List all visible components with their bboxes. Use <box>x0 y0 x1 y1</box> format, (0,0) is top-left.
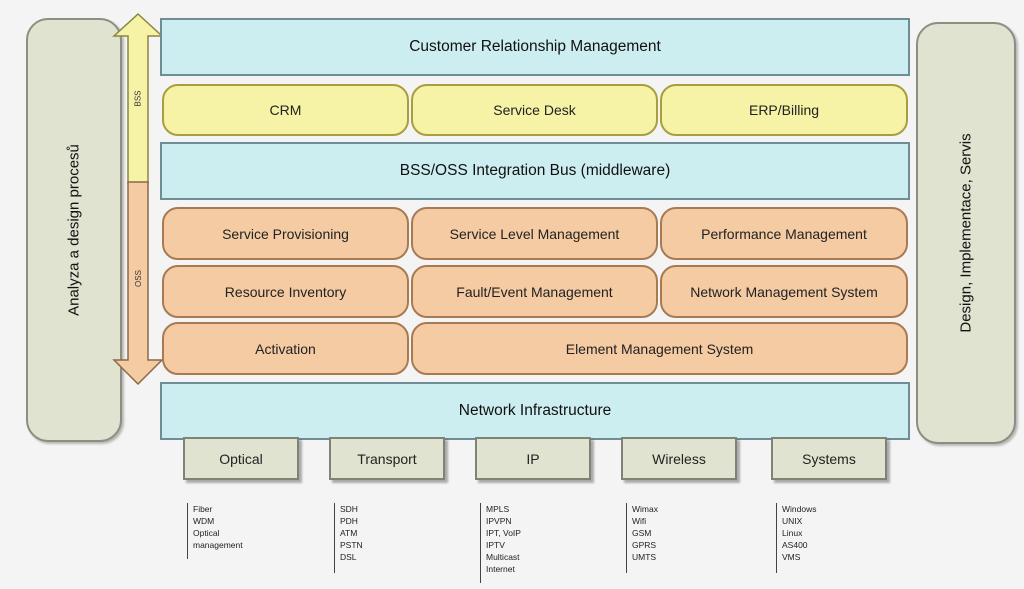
list-item: SDH <box>340 504 358 514</box>
tech-list-optical: Fiber WDM Optical management <box>187 503 243 559</box>
list-item: Optical <box>193 528 220 538</box>
tech-list-transport: SDH PDH ATM PSTN DSL <box>334 503 363 573</box>
network-management-system-label: Network Management System <box>690 283 878 300</box>
resource-inventory-pill: Resource Inventory <box>162 265 409 318</box>
oss-arrow-label: OSS <box>133 269 143 287</box>
list-item: IPT, VoIP <box>486 528 521 538</box>
bss-oss-arrows <box>112 12 164 386</box>
tech-box-wireless: Wireless <box>621 437 737 480</box>
performance-management-label: Performance Management <box>701 225 867 242</box>
bss-erp-billing-pill: ERP/Billing <box>660 84 908 136</box>
bss-erp-billing-label: ERP/Billing <box>748 102 820 118</box>
list-item: Wifi <box>632 516 647 526</box>
list-item: AS400 <box>782 540 808 550</box>
list-item: Windows <box>782 504 817 514</box>
tech-box-transport-label: Transport <box>357 450 417 467</box>
tech-box-ip: IP <box>475 437 591 480</box>
list-item: PSTN <box>340 540 363 550</box>
right-side-panel-label: Design, Implementace, Servis <box>957 133 975 333</box>
bss-arrow-label: BSS <box>133 89 143 107</box>
bss-service-desk-label: Service Desk <box>493 102 576 118</box>
tech-box-systems-label: Systems <box>802 450 856 467</box>
tech-box-systems: Systems <box>771 437 887 480</box>
service-level-management-label: Service Level Management <box>449 225 620 242</box>
left-side-panel: Analyza a design procesů <box>26 18 122 442</box>
service-level-management-pill: Service Level Management <box>411 207 658 260</box>
resource-inventory-label: Resource Inventory <box>224 283 347 300</box>
list-item: WDM <box>193 516 215 526</box>
element-management-system-pill: Element Management System <box>411 322 908 375</box>
right-side-panel: Design, Implementace, Servis <box>916 22 1016 444</box>
list-item: Linux <box>782 528 803 538</box>
list-item: UNIX <box>782 516 803 526</box>
tech-box-optical: Optical <box>183 437 299 480</box>
list-item: Wimax <box>632 504 658 514</box>
tech-list-ip: MPLS IPVPN IPT, VoIP IPTV Multicast Inte… <box>480 503 521 583</box>
integration-bus-label: BSS/OSS Integration Bus (middleware) <box>399 162 671 179</box>
activation-label: Activation <box>255 340 316 357</box>
list-item: UMTS <box>632 552 657 562</box>
list-item: VMS <box>782 552 801 562</box>
fault-event-management-pill: Fault/Event Management <box>411 265 658 318</box>
tech-box-ip-label: IP <box>526 450 540 467</box>
list-item: Multicast <box>486 552 520 562</box>
tech-box-wireless-label: Wireless <box>652 450 706 467</box>
element-management-system-label: Element Management System <box>565 340 754 357</box>
tech-list-systems: Windows UNIX Linux AS400 VMS <box>776 503 816 573</box>
tech-box-transport: Transport <box>329 437 445 480</box>
crm-band: Customer Relationship Management <box>160 18 910 76</box>
network-infrastructure-label: Network Infrastructure <box>458 402 612 419</box>
list-item: Fiber <box>193 504 213 514</box>
bss-crm-label: CRM <box>269 102 302 118</box>
activation-pill: Activation <box>162 322 409 375</box>
list-item: DSL <box>340 552 357 562</box>
service-provisioning-pill: Service Provisioning <box>162 207 409 260</box>
left-side-panel-label: Analyza a design procesů <box>65 144 83 316</box>
list-item: management <box>193 540 243 550</box>
list-item: MPLS <box>486 504 510 514</box>
crm-band-label: Customer Relationship Management <box>409 38 661 55</box>
service-provisioning-label: Service Provisioning <box>222 225 349 242</box>
bss-crm-pill: CRM <box>162 84 409 136</box>
tech-list-wireless: Wimax Wifi GSM GPRS UMTS <box>626 503 658 573</box>
list-item: IPTV <box>486 540 505 550</box>
list-item: ATM <box>340 528 358 538</box>
oss-arrow <box>112 181 164 386</box>
list-item: GSM <box>632 528 652 538</box>
integration-bus-band: BSS/OSS Integration Bus (middleware) <box>160 142 910 200</box>
bss-service-desk-pill: Service Desk <box>411 84 658 136</box>
tech-box-optical-label: Optical <box>219 450 263 467</box>
list-item: GPRS <box>632 540 657 550</box>
list-item: IPVPN <box>486 516 512 526</box>
fault-event-management-label: Fault/Event Management <box>456 283 613 300</box>
network-management-system-pill: Network Management System <box>660 265 908 318</box>
list-item: PDH <box>340 516 358 526</box>
network-infrastructure-band: Network Infrastructure <box>160 382 910 440</box>
list-item: Internet <box>486 564 515 574</box>
performance-management-pill: Performance Management <box>660 207 908 260</box>
